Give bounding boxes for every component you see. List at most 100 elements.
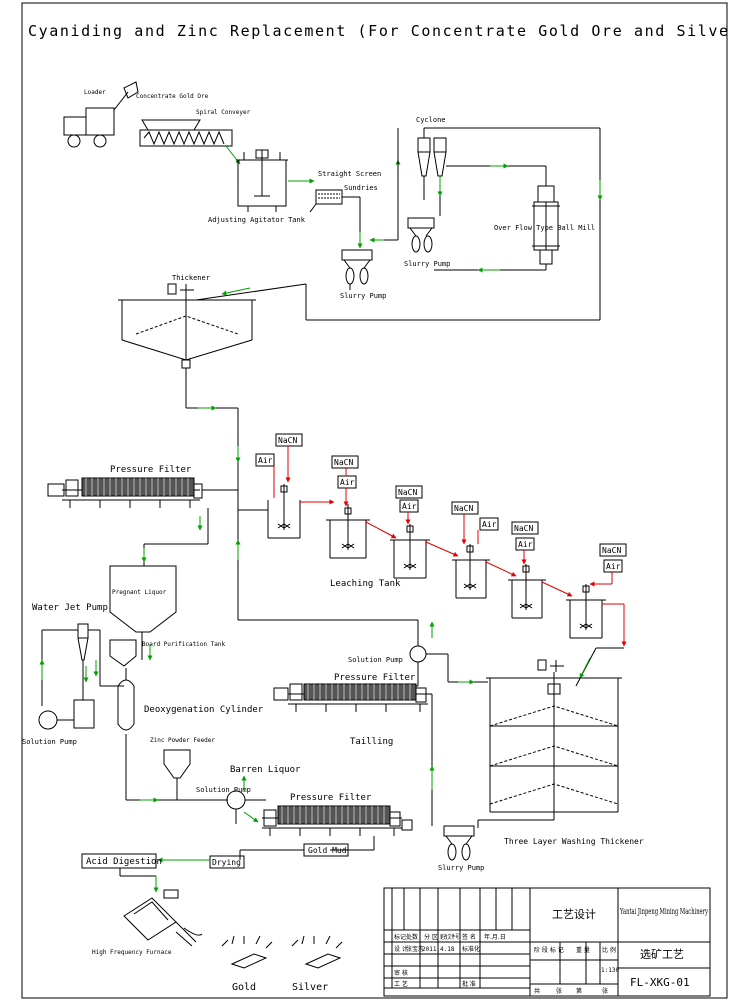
sundries-label: Sundries	[344, 184, 378, 192]
solution-pump-mid-label: Solution Pump	[196, 786, 251, 794]
svg-text:2011.4.18: 2011.4.18	[422, 946, 455, 953]
title-block-process-design: 工艺设计	[552, 908, 596, 921]
slurry-pump-lower-icon	[341, 249, 373, 285]
straight-screen-label: Straight Screen	[318, 170, 381, 178]
svg-text:Air: Air	[340, 478, 355, 487]
cyclone-icon	[417, 127, 600, 177]
cyclone-label: Cyclone	[416, 116, 446, 124]
svg-text:Air: Air	[258, 456, 273, 465]
silver-ingot-icon	[291, 935, 343, 969]
agitator-tank-icon	[236, 149, 288, 212]
silver-label: Silver	[292, 982, 328, 993]
leaching-tank-3-icon	[390, 524, 430, 579]
title-block-scale: 1:130	[601, 967, 619, 974]
svg-text:NaCN: NaCN	[602, 546, 621, 555]
svg-text:张宝志: 张宝志	[406, 945, 424, 953]
reagent-box-5: NaCN Air	[511, 521, 539, 551]
reagent-box-3: NaCN Air	[395, 485, 423, 513]
slurry-pump-mid-label: Slurry Pump	[404, 260, 450, 268]
reagent-box-1: NaCN Air	[255, 433, 303, 467]
drawing-border	[21, 2, 728, 999]
pressure-filter-3-icon	[262, 805, 413, 836]
svg-text:重 量: 重 量	[576, 946, 590, 954]
svg-text:Air: Air	[402, 502, 417, 511]
acid-digestion-box	[81, 853, 157, 869]
zinc-powder-feeder-icon	[163, 749, 191, 800]
svg-text:NaCN: NaCN	[334, 458, 353, 467]
high-frequency-furnace-icon	[123, 889, 203, 947]
leaching-tank-5-icon	[508, 564, 546, 619]
leaching-tank-4-icon	[452, 544, 490, 599]
svg-text:张: 张	[602, 987, 608, 995]
svg-text:NaCN: NaCN	[278, 436, 297, 445]
reagent-box-6: NaCN Air	[599, 543, 627, 573]
svg-text:NaCN: NaCN	[398, 488, 417, 497]
title-block-drawing-title: 选矿工艺	[640, 948, 684, 961]
adjusting-agitator-tank-label: Adjusting Agitator Tank	[208, 216, 306, 224]
svg-text:更改文件号: 更改文件号	[440, 933, 459, 941]
straight-screen-icon	[309, 189, 343, 213]
solution-pump-mid-icon	[226, 790, 246, 816]
concentrate-gold-ore-label: Concentrate Gold Ore	[136, 93, 209, 100]
pressure-filter-1-icon	[47, 477, 203, 508]
svg-text:共: 共	[534, 987, 540, 995]
drying-box	[209, 855, 245, 869]
board-purification-tank-icon	[109, 639, 137, 667]
leaching-tank-label: Leaching Tank	[330, 579, 401, 589]
svg-text:NaCN: NaCN	[454, 504, 473, 513]
spiral-conveyer-icon	[139, 119, 233, 147]
leaching-tank-6-icon	[566, 584, 606, 639]
reagent-box-4: NaCN Air	[451, 501, 499, 531]
gold-mud-label: Gold Mud	[308, 846, 347, 855]
pregnant-liquor-label: Pregnant Liquor	[112, 589, 167, 596]
water-jet-pump-icon	[73, 623, 124, 729]
svg-text:NaCN: NaCN	[514, 524, 533, 533]
deoxygenation-cylinder-icon	[117, 668, 135, 731]
drying-label: Drying	[212, 858, 241, 867]
svg-text:比 例: 比 例	[602, 946, 616, 954]
thickener-label: Thickener	[172, 274, 210, 282]
slurry-pump-lower-label: Slurry Pump	[340, 292, 386, 300]
svg-text:处数: 处数	[406, 933, 418, 941]
three-layer-thickener-icon	[486, 659, 622, 813]
slurry-pump-mid-icon	[407, 217, 435, 253]
svg-text:Air: Air	[518, 540, 533, 549]
board-purification-tank-label: Board Purification Tank	[142, 641, 225, 648]
water-jet-pump-label: Water Jet Pump	[32, 603, 108, 613]
pressure-filter-2-icon	[273, 683, 428, 712]
title-block	[383, 887, 711, 997]
leaching-tank-2-icon	[326, 504, 370, 559]
svg-text:工 艺: 工 艺	[394, 980, 408, 988]
high-frequency-furnace-label: High Frequency Furnace	[92, 949, 172, 956]
thickener-icon	[118, 283, 256, 369]
title-block-drawing-no: FL-XKG-01	[630, 976, 690, 989]
title-block-company: Yantai Jinpeng Mining Machinery	[619, 907, 708, 916]
diagram-title: Cyaniding and Zinc Replacement (For Conc…	[28, 22, 730, 40]
loader-icon	[63, 81, 139, 148]
pressure-filter-1-label: Pressure Filter	[110, 465, 192, 475]
pregnant-liquor-tank-icon	[109, 565, 177, 640]
pressure-filter-3-label: Pressure Filter	[290, 793, 372, 803]
svg-text:年.月.日: 年.月.日	[484, 933, 506, 941]
loader-label: Loader	[84, 89, 106, 96]
solution-pump-left-label: Solution Pump	[22, 738, 77, 746]
svg-text:Air: Air	[606, 562, 621, 571]
svg-text:标准化: 标准化	[462, 945, 480, 953]
ball-mill-icon	[532, 185, 560, 265]
zinc-powder-feeder-label: Zinc Powder Feeder	[150, 737, 215, 744]
svg-text:设 计: 设 计	[394, 945, 408, 953]
gold-ingot-icon	[221, 935, 273, 969]
svg-text:Air: Air	[482, 520, 497, 529]
three-layer-thickener-label: Three Layer Washing Thickener	[504, 837, 644, 846]
svg-text:审 核: 审 核	[394, 969, 408, 977]
svg-text:标记: 标记	[394, 933, 406, 941]
gold-label: Gold	[232, 982, 256, 993]
svg-text:签 名: 签 名	[462, 933, 476, 941]
solution-pump-left-icon	[38, 710, 74, 730]
pressure-filter-2-label: Pressure Filter	[334, 673, 416, 683]
svg-text:分 区: 分 区	[424, 933, 438, 941]
slurry-pump-bottom-icon	[443, 825, 475, 861]
acid-digestion-label: Acid Digestion	[86, 857, 162, 867]
svg-text:批 准: 批 准	[462, 980, 476, 988]
